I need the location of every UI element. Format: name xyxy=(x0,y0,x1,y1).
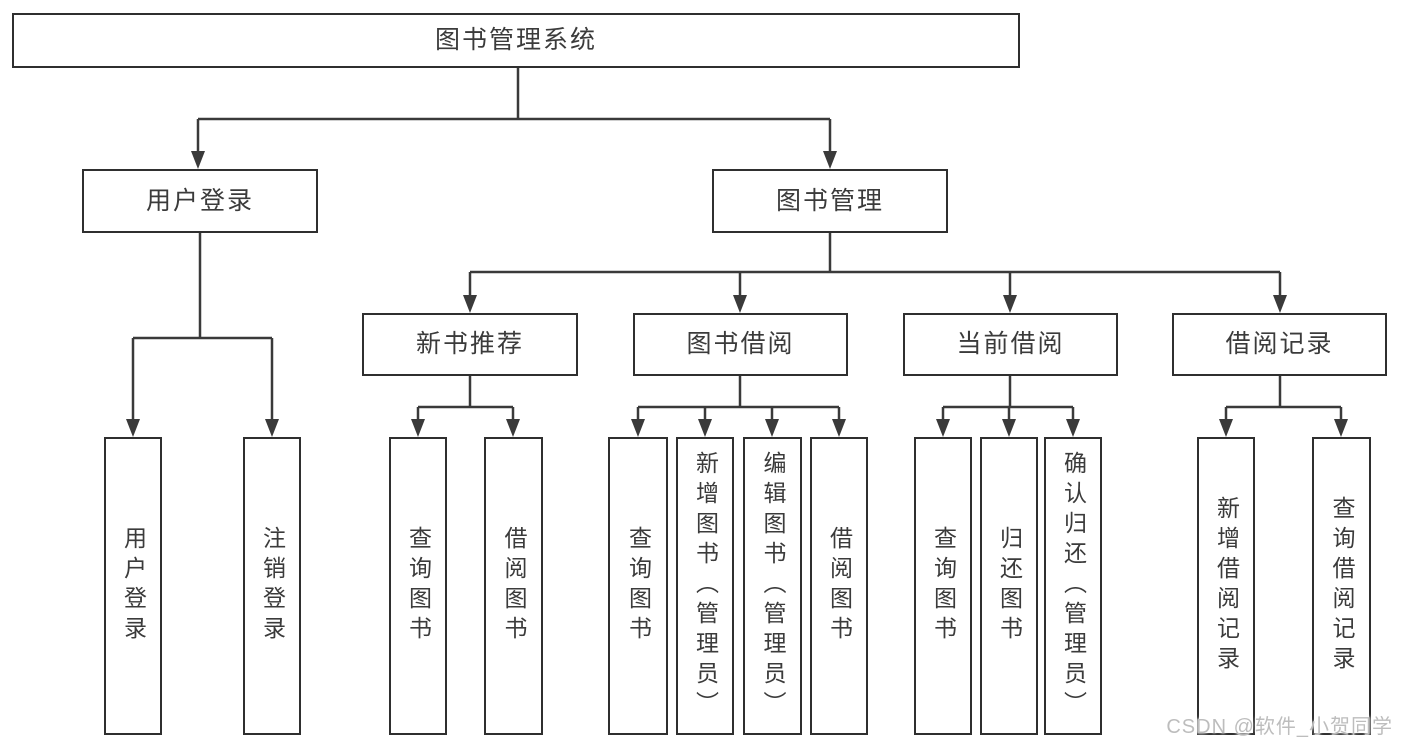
node-user-login: 用户登录 xyxy=(82,169,318,233)
node-leaf-borrow-book-1: 借阅图书 xyxy=(484,437,543,735)
node-leaf-query-book-1: 查询图书 xyxy=(389,437,447,735)
edge-current-borrow-to-leaves xyxy=(941,376,1075,421)
node-leaf-query-book-3: 查询图书 xyxy=(914,437,972,735)
node-leaf-edit-book-admin: 编辑图书（管理员） xyxy=(743,437,802,735)
csdn-watermark: CSDN @软件_小贺同学 xyxy=(1166,716,1393,738)
node-leaf-confirm-return-admin: 确认归还（管理员） xyxy=(1044,437,1102,735)
node-book-borrow: 图书借阅 xyxy=(633,313,848,376)
edge-book-borrow-to-leaves xyxy=(636,376,841,421)
edge-book-mgmt-to-level3 xyxy=(468,233,1282,297)
node-leaf-borrow-book-2: 借阅图书 xyxy=(810,437,868,735)
node-book-management: 图书管理 xyxy=(712,169,948,233)
node-new-book-recommend: 新书推荐 xyxy=(362,313,578,376)
node-current-borrow: 当前借阅 xyxy=(903,313,1118,376)
node-leaf-return-book: 归还图书 xyxy=(980,437,1038,735)
node-leaf-query-borrow-record: 查询借阅记录 xyxy=(1312,437,1371,735)
edge-user-login-to-leaves xyxy=(131,233,274,421)
edge-root-to-level2 xyxy=(196,68,832,153)
node-leaf-add-borrow-record: 新增借阅记录 xyxy=(1197,437,1255,735)
edge-borrow-record-to-leaves xyxy=(1224,376,1343,421)
node-leaf-add-book-admin: 新增图书（管理员） xyxy=(676,437,734,735)
node-leaf-user-login: 用户登录 xyxy=(104,437,162,735)
node-library-system: 图书管理系统 xyxy=(12,13,1020,68)
node-leaf-logout: 注销登录 xyxy=(243,437,301,735)
node-leaf-query-book-2: 查询图书 xyxy=(608,437,668,735)
edge-new-book-rec-to-leaves xyxy=(416,376,515,421)
node-borrow-records: 借阅记录 xyxy=(1172,313,1387,376)
